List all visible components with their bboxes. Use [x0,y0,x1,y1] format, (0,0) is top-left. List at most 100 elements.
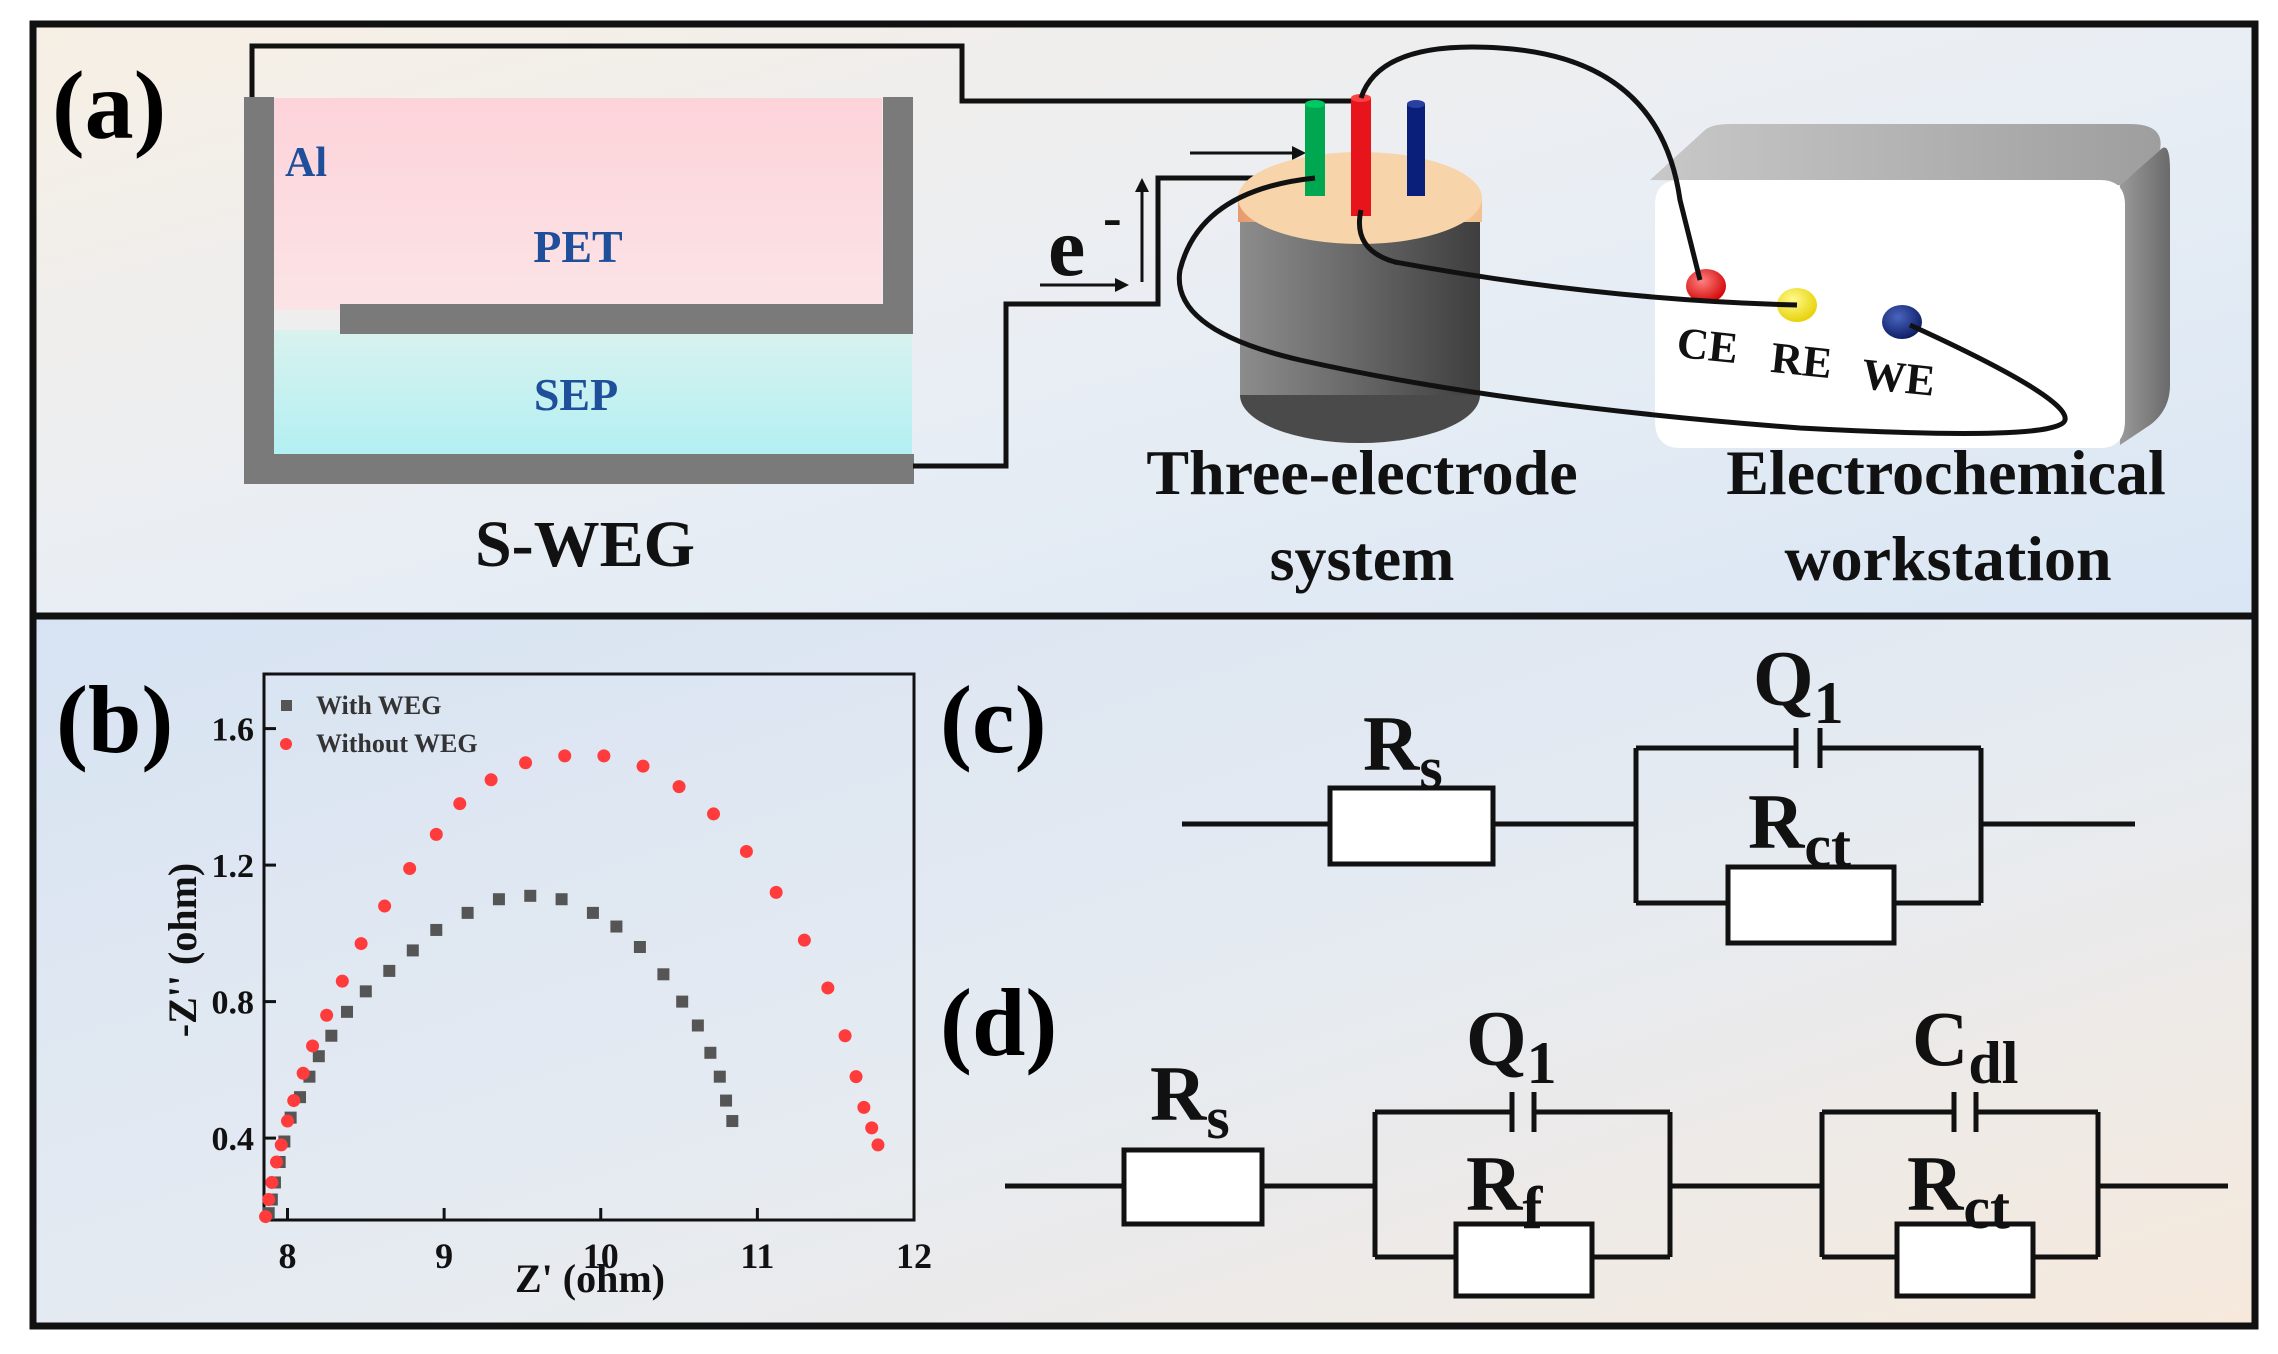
data-point-without-weg [265,1175,279,1189]
data-point-with-weg [406,944,419,957]
c-rs-resistor [1327,785,1496,867]
rod-green-top [1305,100,1325,108]
data-point-without-weg [871,1138,885,1152]
data-point-without-weg [849,1070,863,1084]
panel-a-label: (a) [52,52,166,160]
three-electrode-cell [1238,94,1482,443]
al-inner-right [883,97,913,330]
arrow-up-head [1135,178,1149,192]
circuit-c-labels: Rs Q1 Rct [1363,635,1851,879]
legend: With WEG Without WEG [280,691,478,758]
c-rct-label: Rct [1748,778,1851,879]
data-point-without-weg [262,1193,276,1207]
x-tick-label: 12 [896,1236,932,1276]
electron-symbol: e [1048,201,1085,294]
data-point-without-weg [280,1114,294,1128]
data-point-without-weg [838,1029,852,1043]
data-point-with-weg [713,1070,726,1083]
data-point-with-weg [461,906,474,919]
data-point-with-weg [657,968,670,981]
ce-label: CE [1675,318,1741,373]
legend-marker-with-weg [281,700,292,711]
data-point-without-weg [335,974,349,988]
y-tick-label: 0.4 [212,1121,255,1158]
data-point-without-weg [403,862,417,876]
d-rf-resistor [1453,1221,1595,1299]
legend-marker-without-weg [280,738,292,750]
d-rs-label: Rs [1150,1050,1230,1151]
data-point-without-weg [259,1210,273,1224]
wire-bottom [913,175,1318,469]
data-point-without-weg [636,759,650,773]
pet-layer [272,98,882,310]
data-point-with-weg [325,1029,338,1042]
ce-terminal [1686,269,1726,303]
x-tick-label: 10 [583,1236,619,1276]
data-point-without-weg [274,1138,288,1152]
data-point-with-weg [633,941,646,953]
panel-d-label: (d) [940,969,1057,1076]
y-tick-label: 1.6 [212,712,255,749]
three-electrode-caption-line1: Three-electrode [1146,437,1577,508]
box-side [2120,147,2170,445]
wire-re [1357,209,1798,308]
data-point-without-weg [821,981,835,995]
data-point-without-weg [857,1100,871,1114]
data-point-without-weg [354,937,368,951]
s-weg-label: S-WEG [475,508,695,581]
wire-ce [1358,44,1703,281]
s-weg-device: Al PET SEP S-WEG [244,97,914,581]
data-point-without-weg [270,1155,284,1169]
al-label: Al [285,140,327,186]
data-point-with-weg [383,964,396,977]
circuit-c [1182,728,2135,946]
workstation-caption-line2: workstation [1784,523,2111,594]
chart-points [259,749,885,1224]
data-point-with-weg [524,889,537,902]
data-point-without-weg [378,899,392,913]
sep-layer [272,330,912,454]
workstation-box: CE RE WE [1650,124,2170,448]
data-point-without-weg [865,1121,879,1135]
y-axis-label: -Z'' (ohm) [160,863,205,1037]
pet-label: PET [533,221,622,272]
data-point-without-weg [672,780,686,794]
y-tick-label: 1.2 [212,848,255,885]
c-q1-label: Q1 [1753,635,1844,736]
data-point-without-weg [484,773,498,787]
data-point-with-weg [555,893,568,906]
wire-we [1176,175,2068,436]
legend-label-with-weg: With WEG [316,691,441,720]
data-point-with-weg [691,1019,704,1032]
data-point-without-weg [739,844,753,858]
data-point-without-weg [707,807,721,821]
data-point-with-weg [704,1046,717,1059]
al-outer-bottom [244,454,914,484]
circuit-d [1005,1092,2228,1299]
d-rct-resistor [1894,1221,2036,1299]
al-inner-bottom [340,304,913,334]
electron-flow: e - [1040,146,1306,294]
panel-a: (a) Al PET SEP S-WEG e - [29,20,2259,620]
sep-label: SEP [534,369,618,420]
panel-c-label: (c) [940,666,1047,773]
c-rct-resistor [1725,864,1897,946]
x-axis-label: Z' (ohm) [515,1256,665,1301]
arrow-right-top-head [1292,146,1306,160]
data-point-with-weg [430,923,443,936]
data-point-without-weg [296,1066,310,1080]
d-rf-label: Rf [1466,1140,1543,1241]
three-electrode-caption-line2: system [1270,523,1455,594]
data-point-without-weg [287,1094,301,1108]
wire-top [249,43,1362,104]
data-point-with-weg [726,1115,739,1128]
data-point-without-weg [320,1008,334,1022]
c-rs-label: Rs [1363,700,1443,801]
arrow-right-bottom-head [1115,278,1129,292]
data-point-without-weg [519,756,533,770]
x-tick-label: 9 [435,1236,453,1276]
